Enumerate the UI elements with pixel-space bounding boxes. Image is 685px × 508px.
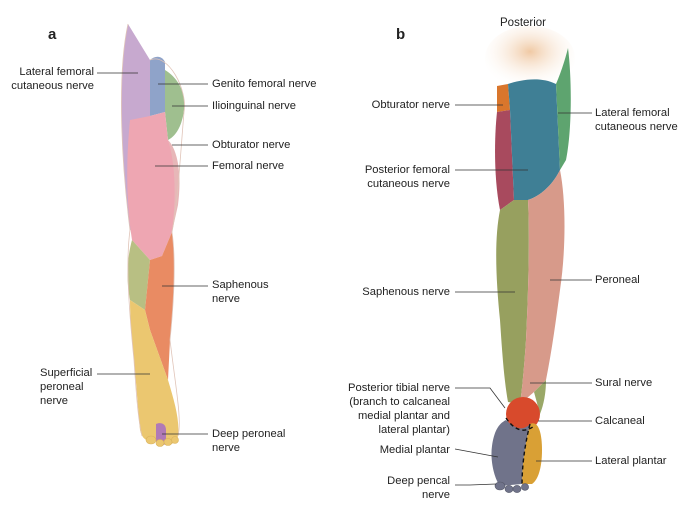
label-deep-pencal: Deep pencal nerve xyxy=(387,475,450,501)
region-saphenous-a xyxy=(145,232,175,380)
view-title-posterior: Posterior xyxy=(500,17,547,29)
plantar-boundary-dashed xyxy=(505,417,535,487)
region-superficial-peroneal xyxy=(130,300,179,445)
label-lateral-femoral-b: Lateral femoral cutaneous nerve xyxy=(595,107,678,133)
label-posterior-tibial: Posterior tibial nerve (branch to calcan… xyxy=(348,382,450,436)
region-femoral xyxy=(127,112,176,260)
anterior-leg xyxy=(121,23,185,447)
region-obturator-b xyxy=(497,84,510,112)
region-obturator-a xyxy=(168,140,180,232)
leg-outline-a xyxy=(121,23,185,437)
leader-lines-a xyxy=(97,72,208,435)
label-genito-femoral: Genito femoral nerve xyxy=(212,78,317,90)
label-femoral: Femoral nerve xyxy=(212,160,285,172)
region-sural-b xyxy=(534,380,546,414)
panel-b-letter: b xyxy=(396,26,406,43)
label-posterior-femoral: Posterior femoral cutaneous nerve xyxy=(364,164,450,190)
label-saphenous-a: Saphenous nerve xyxy=(212,279,269,305)
label-sural: Sural nerve xyxy=(595,377,653,389)
label-obturator-b: Obturator nerve xyxy=(371,99,450,111)
region-saphenous-b xyxy=(496,200,529,404)
region-genito-femoral xyxy=(150,56,165,116)
toes-b xyxy=(494,481,529,493)
panel-a-letter: a xyxy=(48,26,57,43)
leader-lines-b xyxy=(454,104,592,486)
region-lateral-femoral-b xyxy=(556,48,571,170)
label-saphenous-b: Saphenous nerve xyxy=(362,286,450,298)
region-posterior-femoral xyxy=(508,79,560,200)
label-calcaneal: Calcaneal xyxy=(595,415,645,427)
region-peroneal-b xyxy=(520,170,565,404)
label-obturator-a: Obturator nerve xyxy=(212,139,291,151)
region-medial-plantar xyxy=(491,420,530,486)
label-lateral-femoral-a: Lateral femoral cutaneous nerve xyxy=(11,66,94,92)
label-deep-peroneal: Deep peroneal nerve xyxy=(212,428,286,454)
toes-a xyxy=(145,435,179,447)
label-medial-plantar: Medial plantar xyxy=(379,444,450,456)
posterior-leg xyxy=(485,26,575,493)
label-ilioinguinal: Ilioinguinal nerve xyxy=(212,100,296,112)
region-medial-thigh-b xyxy=(495,110,514,210)
region-saphenous-upper xyxy=(127,240,150,310)
region-calcaneal xyxy=(506,397,540,431)
region-ilioinguinal xyxy=(165,70,185,140)
label-peroneal: Peroneal xyxy=(595,274,640,286)
label-lateral-plantar: Lateral plantar xyxy=(595,455,667,467)
label-superficial-peroneal: Superficial peroneal nerve xyxy=(40,367,93,407)
skin-top xyxy=(485,26,575,90)
